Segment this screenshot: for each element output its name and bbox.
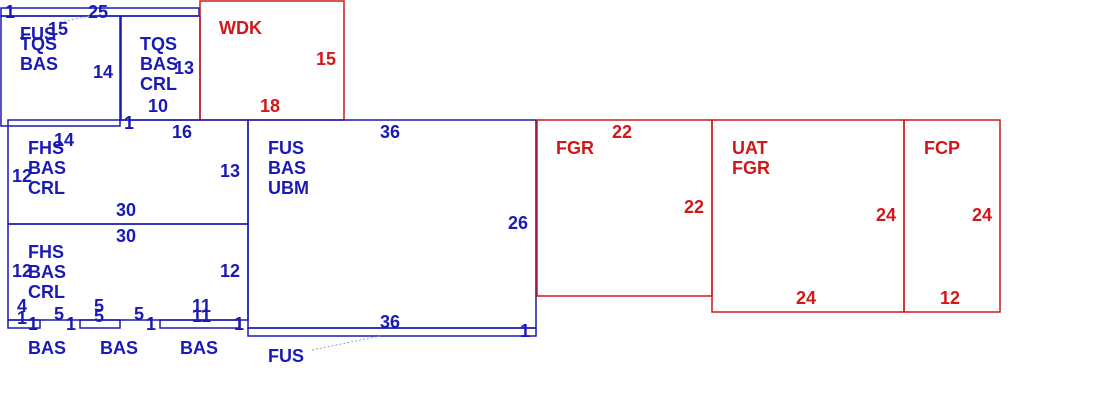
dim-label: 13 <box>174 58 194 78</box>
dim-label: 12 <box>940 288 960 308</box>
dim-label: 11 <box>192 306 211 326</box>
dim-label: 1 <box>234 314 244 334</box>
dim-label: 24 <box>876 205 896 225</box>
piece-fgr: FGR 22 22 <box>536 119 713 297</box>
piece-code: BAS <box>268 158 306 178</box>
dim-label: 14 <box>54 130 74 150</box>
piece-outline <box>0 15 121 127</box>
dim-label: 12 <box>12 166 32 186</box>
piece-code: BAS <box>100 338 138 358</box>
piece-code: CRL <box>140 74 177 94</box>
dim-label: 1 <box>28 314 38 334</box>
piece-uat-fgr: UAT FGR 24 24 <box>711 119 905 313</box>
dim-label: 16 <box>172 122 192 142</box>
piece-fhs-lower: FHS BAS CRL 30 12 12 <box>7 223 249 321</box>
dim-label: 1 <box>124 113 134 133</box>
dim-label: 36 <box>380 312 400 332</box>
dim-label: 15 <box>48 19 68 39</box>
piece-outline <box>7 319 41 329</box>
piece-code: BAS <box>28 338 66 358</box>
dim-label: 12 <box>12 261 32 281</box>
piece-code: FUS <box>20 24 56 44</box>
piece-code: FUS <box>268 346 304 366</box>
leader-line <box>311 335 381 351</box>
dim-label: 11 <box>192 296 211 316</box>
dim-label: 5 <box>94 296 104 316</box>
piece-fcp: FCP 24 12 <box>903 119 1001 313</box>
dim-label: 14 <box>93 62 113 82</box>
piece-wdk: WDK 15 18 <box>199 0 345 121</box>
dim-label: 36 <box>380 122 400 142</box>
dim-label: 5 <box>134 304 144 324</box>
dim-label: 10 <box>148 96 168 116</box>
dim-label: 4 <box>17 296 27 316</box>
piece-fus-ubm: FUS BAS UBM 36 26 36 <box>247 119 537 332</box>
piece-code: TQS <box>140 34 177 54</box>
piece-code: FUS <box>268 138 304 158</box>
piece-top-strip: 1 25 <box>0 2 200 22</box>
piece-fus-tqs: FUS TQS BAS 15 14 <box>0 15 121 127</box>
dim-label: 1 <box>17 308 27 328</box>
dim-label: 22 <box>612 122 632 142</box>
dim-label: 22 <box>684 197 704 217</box>
piece-code: FCP <box>924 138 960 158</box>
dim-label: 1 <box>66 314 76 334</box>
dim-label: 1 <box>520 321 530 341</box>
piece-tqs-crl: TQS BAS CRL 13 10 1 <box>120 15 201 133</box>
dim-label: 30 <box>116 226 136 246</box>
piece-code: BAS <box>28 158 66 178</box>
piece-code: FHS <box>28 138 64 158</box>
piece-outline <box>159 319 241 329</box>
piece-code: TQS <box>20 34 57 54</box>
dim-label: 1 <box>146 314 156 334</box>
piece-code: BAS <box>180 338 218 358</box>
dim-label: 5 <box>54 304 64 324</box>
piece-bas-strip-3: 11 11 1 BAS <box>159 296 244 358</box>
leader-line <box>59 15 91 23</box>
piece-outline <box>79 319 121 329</box>
piece-code: WDK <box>219 18 262 38</box>
dim-label: 30 <box>116 200 136 220</box>
piece-outline <box>247 327 537 337</box>
piece-code: FHS <box>28 242 64 262</box>
dim-label: 15 <box>316 49 336 69</box>
piece-code: BAS <box>140 54 178 74</box>
piece-outline <box>903 119 1001 313</box>
piece-bas-strip-1: 4 1 5 1 BAS <box>7 296 66 358</box>
dim-label: 5 <box>94 306 104 326</box>
piece-fhs-upper: FHS BAS CRL 14 16 12 13 30 <box>7 119 249 225</box>
piece-code: FGR <box>556 138 594 158</box>
piece-code: UAT <box>732 138 768 158</box>
piece-code: CRL <box>28 282 65 302</box>
piece-code: CRL <box>28 178 65 198</box>
piece-code: BAS <box>20 54 58 74</box>
dim-label: 26 <box>508 213 528 233</box>
dim-label: 24 <box>796 288 816 308</box>
dim-label: 18 <box>260 96 280 116</box>
piece-code: FGR <box>732 158 770 178</box>
dim-label: 13 <box>220 161 240 181</box>
piece-code: BAS <box>28 262 66 282</box>
piece-code: UBM <box>268 178 309 198</box>
dim-label: 12 <box>220 261 240 281</box>
dim-label: 24 <box>972 205 992 225</box>
dim-label: 25 <box>88 2 108 22</box>
dim-label: 1 <box>5 2 15 22</box>
piece-bas-strip-2: 5 5 1 5 1 BAS <box>66 296 156 358</box>
piece-fus-strip: FUS 1 <box>247 321 537 366</box>
